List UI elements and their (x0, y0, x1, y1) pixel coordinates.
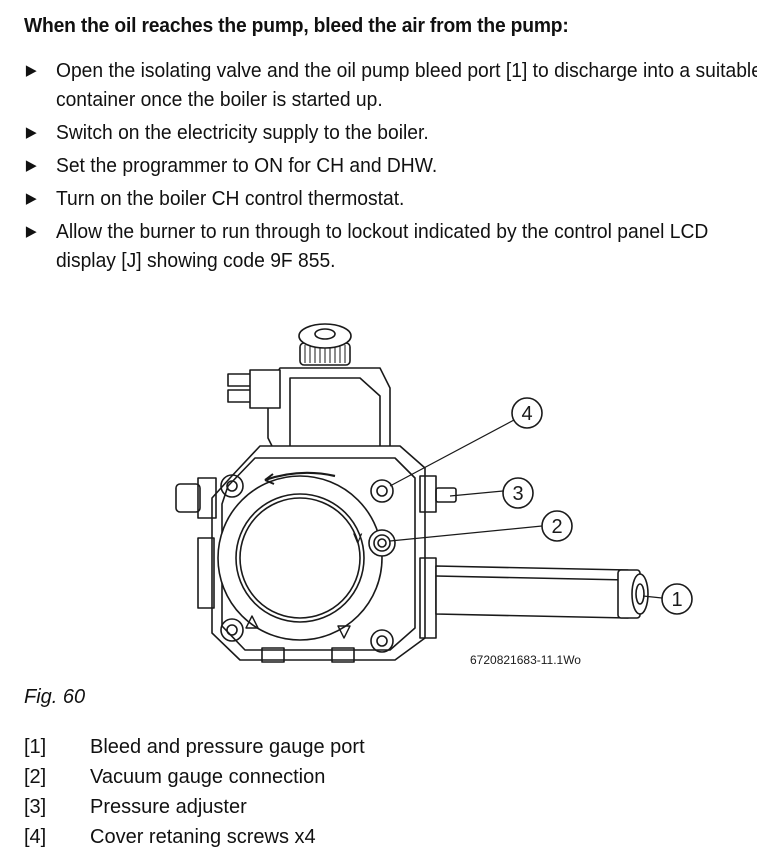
section-heading: When the oil reaches the pump, bleed the… (24, 14, 569, 37)
bullet-triangle-icon: ▶ (25, 157, 37, 174)
pump-body: V (175, 445, 649, 663)
legend-number: [3] (24, 796, 47, 818)
step-text: Open the isolating valve and the oil pum… (55, 59, 757, 111)
callout-4 (511, 397, 543, 429)
legend-item: [2] Vacuum gauge connection (24, 762, 365, 792)
callout-label-4: 4 (521, 403, 532, 425)
callout-2 (541, 510, 573, 542)
legend-text: Bleed and pressure gauge port (90, 736, 365, 758)
figure-reference-code: 6720821683-11.1Wo (470, 653, 581, 667)
legend-text: Pressure adjuster (90, 796, 247, 818)
callout-label-2: 2 (551, 516, 562, 538)
callout-leaders (389, 419, 663, 599)
callout-label-3: 3 (512, 483, 523, 505)
pump-drawing: V (175, 323, 693, 667)
list-item: ▶ Turn on the boiler CH control thermosta… (24, 184, 757, 213)
step-text: Allow the burner to run through to locko… (55, 220, 709, 272)
v-mark: V (353, 530, 363, 546)
callout-1 (661, 583, 693, 615)
list-item: ▶ Set the programmer to ON for CH and DHW… (24, 151, 757, 180)
instruction-list: ▶ Open the isolating valve and the oil pu… (24, 56, 757, 279)
figure-legend: [1] Bleed and pressure gauge port [2] Vacu… (24, 732, 365, 852)
list-item: ▶ Open the isolating valve and the oil pu… (24, 56, 757, 114)
legend-item: [1] Bleed and pressure gauge port (24, 732, 365, 762)
step-text: Turn on the boiler CH control thermostat… (55, 187, 405, 210)
legend-item: [4] Cover retaning screws x4 (24, 822, 365, 852)
bullet-triangle-icon: ▶ (25, 223, 37, 240)
legend-number: [1] (24, 736, 47, 758)
legend-number: [4] (24, 826, 47, 848)
bullet-triangle-icon: ▶ (25, 190, 37, 207)
callout-3 (502, 477, 534, 509)
list-item: ▶ Switch on the electricity supply to the… (24, 118, 757, 147)
bullet-triangle-icon: ▶ (25, 124, 37, 141)
legend-text: Cover retaning screws x4 (90, 826, 316, 848)
callout-label-1: 1 (671, 589, 682, 611)
bullet-triangle-icon: ▶ (25, 62, 37, 79)
solenoid-coil (227, 323, 391, 459)
legend-number: [2] (24, 766, 47, 788)
step-text: Switch on the electricity supply to the … (55, 121, 429, 144)
legend-text: Vacuum gauge connection (90, 766, 326, 788)
step-text: Set the programmer to ON for CH and DHW. (55, 154, 438, 177)
legend-item: [3] Pressure adjuster (24, 792, 365, 822)
oil-pump-illustration: V (150, 308, 710, 673)
list-item: ▶ Allow the burner to run through to lock… (24, 217, 757, 275)
figure-caption: Fig. 60 (24, 686, 86, 708)
